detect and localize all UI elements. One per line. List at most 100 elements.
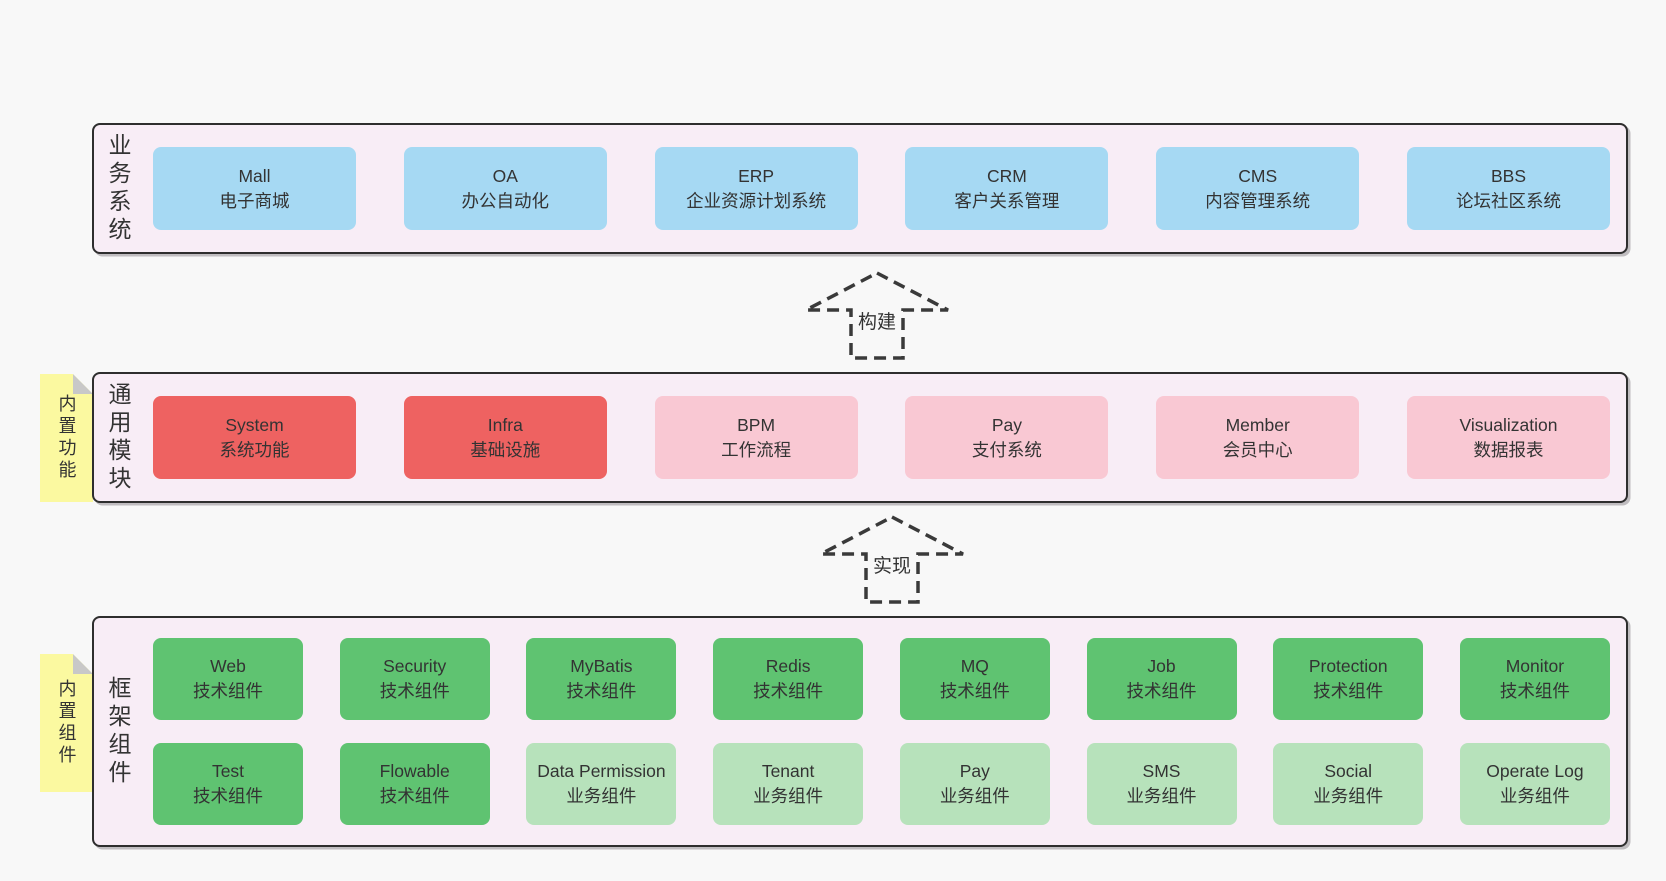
box-oa: OA 办公自动化: [403, 147, 607, 230]
components-row-1: Web 技术组件 Security 技术组件 MyBatis 技术组件 Redi…: [153, 638, 1610, 720]
box-member: Member 会员中心: [1156, 396, 1360, 479]
box-pay: Pay 业务组件: [899, 743, 1050, 825]
box-title: Redis: [765, 656, 811, 676]
box-subtitle: 会员中心: [1222, 439, 1293, 460]
box-subtitle: 业务组件: [1313, 786, 1384, 806]
implement-arrow: 实现: [817, 514, 967, 606]
box-tenant: Tenant 业务组件: [713, 743, 864, 825]
box-monitor: Monitor 技术组件: [1459, 638, 1610, 720]
sticky-note-built-in-features: 内置功能: [40, 374, 93, 502]
panel-label-business-systems: 业务系统: [105, 132, 131, 245]
box-subtitle: 技术组件: [379, 786, 450, 806]
business-boxes-row: Mall 电子商城 OA 办公自动化 ERP 企业资源计划系统 CRM 客户关系…: [153, 147, 1610, 230]
dashed-up-arrow-icon: 构建: [805, 271, 949, 360]
box-subtitle: 电子商城: [219, 190, 290, 211]
box-subtitle: 技术组件: [379, 681, 450, 701]
box-subtitle: 技术组件: [1499, 681, 1570, 701]
box-title: CRM: [986, 165, 1027, 186]
box-data-permission: Data Permission 业务组件: [526, 743, 677, 825]
box-bbs: BBS 论坛社区系统: [1406, 147, 1610, 230]
box-subtitle: 系统功能: [219, 439, 290, 460]
box-subtitle: 技术组件: [1313, 681, 1384, 701]
box-flowable: Flowable 技术组件: [339, 743, 490, 825]
box-subtitle: 企业资源计划系统: [686, 190, 827, 211]
box-visualization: Visualization 数据报表: [1406, 396, 1610, 479]
box-erp: ERP 企业资源计划系统: [654, 147, 858, 230]
box-subtitle: 业务组件: [753, 786, 824, 806]
box-title: Visualization: [1459, 414, 1558, 435]
panel-common-modules: 通用模块 System 系统功能 Infra 基础设施 BPM 工作流程 Pay…: [92, 372, 1628, 503]
box-infra: Infra 基础设施: [403, 396, 607, 479]
box-title: Pay: [959, 761, 990, 781]
box-crm: CRM 客户关系管理: [905, 147, 1109, 230]
components-boxes-grid: Web 技术组件 Security 技术组件 MyBatis 技术组件 Redi…: [153, 638, 1610, 825]
box-web: Web 技术组件: [153, 638, 303, 720]
box-title: ERP: [738, 165, 775, 186]
box-subtitle: 工作流程: [721, 439, 792, 460]
box-title: Infra: [487, 414, 523, 435]
box-subtitle: 数据报表: [1473, 439, 1544, 460]
dashed-up-arrow-icon: 实现: [820, 515, 964, 604]
box-title: Job: [1147, 656, 1176, 676]
box-title: MyBatis: [570, 656, 633, 676]
panel-label-common-modules: 通用模块: [105, 381, 131, 494]
box-title: Social: [1324, 761, 1373, 781]
box-mybatis: MyBatis 技术组件: [526, 638, 677, 720]
box-title: Protection: [1308, 656, 1388, 676]
box-title: BBS: [1490, 165, 1526, 186]
box-subtitle: 技术组件: [753, 681, 824, 701]
box-protection: Protection 技术组件: [1273, 638, 1424, 720]
box-subtitle: 业务组件: [939, 786, 1010, 806]
box-title: Operate Log: [1486, 761, 1584, 781]
box-title: Monitor: [1505, 656, 1565, 676]
box-subtitle: 技术组件: [939, 681, 1010, 701]
box-title: Pay: [991, 414, 1022, 435]
box-subtitle: 技术组件: [193, 681, 263, 701]
box-title: BPM: [737, 414, 776, 435]
box-subtitle: 支付系统: [971, 439, 1042, 460]
box-subtitle: 技术组件: [566, 681, 637, 701]
box-subtitle: 客户关系管理: [954, 190, 1060, 211]
box-subtitle: 基础设施: [470, 439, 541, 460]
panel-label-framework-components: 框架组件: [105, 675, 131, 788]
box-title: OA: [492, 165, 518, 186]
box-job: Job 技术组件: [1086, 638, 1237, 720]
box-title: CMS: [1238, 165, 1278, 186]
box-title: Web: [210, 656, 246, 676]
box-subtitle: 业务组件: [566, 786, 637, 806]
build-arrow: 构建: [802, 270, 952, 362]
panel-framework-components: 框架组件 Web 技术组件 Security 技术组件 MyBatis 技术组件…: [92, 616, 1628, 847]
box-operate-log: Operate Log 业务组件: [1459, 743, 1610, 825]
sticky-label-built-in-components: 内置组件: [56, 679, 77, 767]
box-subtitle: 技术组件: [1126, 681, 1197, 701]
box-redis: Redis 技术组件: [713, 638, 864, 720]
box-title: Test: [211, 761, 245, 781]
arrow-label-implement: 实现: [873, 555, 911, 577]
box-subtitle: 内容管理系统: [1205, 190, 1311, 211]
box-title: Flowable: [379, 761, 450, 781]
box-social: Social 业务组件: [1273, 743, 1424, 825]
box-sms: SMS 业务组件: [1086, 743, 1237, 825]
box-title: SMS: [1142, 761, 1181, 781]
box-title: MQ: [960, 656, 989, 676]
components-row-2: Test 技术组件 Flowable 技术组件 Data Permission …: [153, 743, 1610, 825]
box-title: Mall: [238, 165, 271, 186]
modules-boxes-row: System 系统功能 Infra 基础设施 BPM 工作流程 Pay 支付系统…: [153, 396, 1610, 479]
box-title: Security: [383, 656, 447, 676]
box-cms: CMS 内容管理系统: [1156, 147, 1360, 230]
box-subtitle: 论坛社区系统: [1455, 190, 1561, 211]
box-system: System 系统功能: [153, 396, 356, 479]
box-subtitle: 业务组件: [1499, 786, 1570, 806]
box-subtitle: 办公自动化: [461, 190, 550, 211]
box-subtitle: 技术组件: [193, 786, 263, 806]
box-pay: Pay 支付系统: [905, 396, 1109, 479]
box-title: Member: [1225, 414, 1290, 435]
box-title: System: [225, 414, 284, 435]
sticky-label-built-in-features: 内置功能: [56, 394, 77, 482]
box-bpm: BPM 工作流程: [654, 396, 858, 479]
panel-business-systems: 业务系统 Mall 电子商城 OA 办公自动化 ERP 企业资源计划系统 CRM…: [92, 123, 1628, 254]
box-subtitle: 业务组件: [1126, 786, 1197, 806]
arrow-label-build: 构建: [858, 311, 896, 333]
box-test: Test 技术组件: [153, 743, 303, 825]
